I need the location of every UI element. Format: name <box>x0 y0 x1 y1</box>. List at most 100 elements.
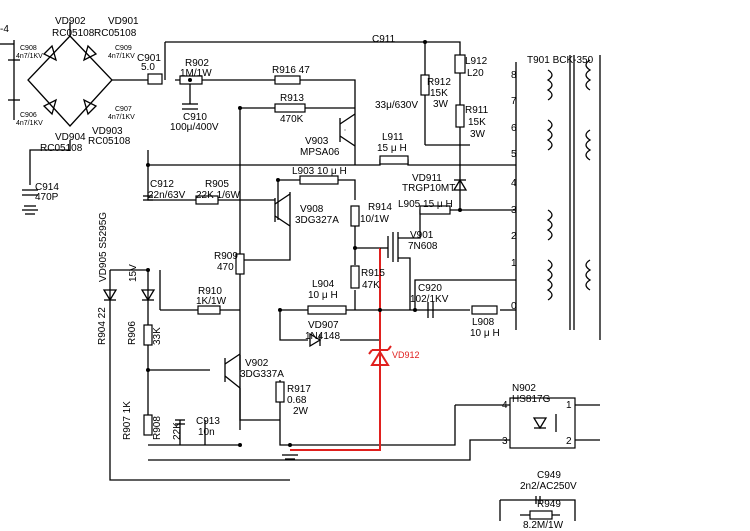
label-vd905-15v: 15V <box>128 264 139 282</box>
label-c907-val: 4n7/1KV <box>108 114 135 121</box>
vd912-diode-symbol <box>370 350 390 366</box>
r910-body <box>197 305 221 315</box>
label-top-left: -4 <box>0 24 9 35</box>
label-r912-val: 15K <box>430 88 448 99</box>
label-c908: C908 <box>20 45 37 52</box>
vd906-symbol <box>140 289 156 302</box>
label-t901: T901 BCK-350 <box>527 55 594 66</box>
label-tap2: 2 <box>511 231 517 242</box>
r911-body <box>455 104 465 128</box>
label-l903: L903 10 μ H <box>292 166 347 177</box>
label-r906: R906 <box>127 321 138 345</box>
label-c906: C906 <box>20 112 37 119</box>
label-r913-val: 470K <box>280 114 304 125</box>
label-l912: L912 <box>465 56 488 67</box>
label-c909-val: 4n7/1KV <box>108 53 135 60</box>
vd905-symbol <box>102 289 118 302</box>
label-vd904-part: RC05108 <box>40 143 83 154</box>
inductors <box>299 54 466 315</box>
l912-body <box>454 54 466 74</box>
label-l911: L911 <box>382 132 404 143</box>
label-c910-val: 100μ/400V <box>170 122 219 133</box>
l911-body <box>379 155 409 165</box>
vd911-symbol <box>452 178 468 191</box>
label-c911-val: 33μ/630V <box>375 100 418 111</box>
l904-body <box>307 305 347 315</box>
r906-body <box>143 324 153 346</box>
label-r909-val: 470 <box>217 262 234 273</box>
vd912-trace <box>290 248 392 451</box>
label-r912: R912 <box>427 77 451 88</box>
label-r915: R915 <box>361 268 385 279</box>
label-r914-val: 10/1W <box>360 214 389 225</box>
label-r902-val: 1M/1W <box>180 68 212 79</box>
label-r911-power: 3W <box>470 129 486 140</box>
r917-body <box>275 381 285 403</box>
label-v901: V901 <box>410 230 434 241</box>
label-c949: C949 <box>537 470 561 481</box>
label-r910-val: 1K/1W <box>196 296 227 307</box>
label-vd902-part: RC05108 <box>52 28 95 39</box>
label-vd901: VD901 <box>108 16 139 27</box>
label-r908: R908 <box>152 416 163 440</box>
label-pin2: 2 <box>566 436 572 447</box>
label-pin4: 4 <box>502 400 508 411</box>
label-r902: R902 <box>185 58 209 69</box>
label-c914: C914 <box>35 182 59 193</box>
label-c908-val: 4n7/1KV <box>16 53 43 60</box>
n902-body <box>509 397 576 449</box>
label-v903-part: MPSA06 <box>300 147 340 158</box>
label-n902-part: HS817G <box>512 394 551 405</box>
label-r905-val: 22K 1/6W <box>196 190 240 201</box>
label-r949: R949 <box>537 499 561 510</box>
junction-dots <box>146 40 462 447</box>
r949-body <box>529 510 553 520</box>
label-c912: C912 <box>150 179 174 190</box>
label-c901-val: 5.0 <box>141 62 155 73</box>
label-l908: L908 <box>472 317 495 328</box>
diodes <box>102 178 468 348</box>
label-r914: R914 <box>368 202 392 213</box>
label-v908-part: 3DG327A <box>295 215 339 226</box>
rotated-labels: VD905 S5295G 15V R904 22 R906 33K R907 1… <box>97 212 183 440</box>
label-tap6: 6 <box>511 123 517 134</box>
label-r917: R917 <box>287 384 311 395</box>
label-r908-val: 22K <box>172 422 183 440</box>
capacitor-plates <box>22 103 541 504</box>
r916-body <box>274 75 301 85</box>
transformer <box>546 55 592 330</box>
label-c913: C913 <box>196 416 220 427</box>
label-vd911-part: TRGP10MT <box>402 183 455 194</box>
label-r904: R904 22 <box>97 307 108 345</box>
label-r905: R905 <box>205 179 229 190</box>
r914-body <box>350 205 360 227</box>
label-tap4: 4 <box>511 178 517 189</box>
label-l911-val: 15 μ H <box>377 143 407 154</box>
r915-body <box>350 265 360 289</box>
label-r917-power: 2W <box>293 406 309 417</box>
resistor-bodies <box>143 73 553 520</box>
bridge-rectifier <box>8 35 113 127</box>
label-tap1: 1 <box>511 258 517 269</box>
label-tap7: 7 <box>511 96 517 107</box>
vd907-symbol <box>309 332 322 348</box>
label-v901-part: 7N608 <box>408 241 438 252</box>
label-vd902: VD902 <box>55 16 86 27</box>
l905-body <box>419 205 451 215</box>
label-c901: C901 <box>137 53 161 64</box>
label-c949-val: 2n2/AC250V <box>520 481 577 492</box>
label-c906-val: 4n7/1KV <box>16 120 43 127</box>
label-r912-power: 3W <box>433 99 449 110</box>
label-vd903-part: RC05108 <box>88 136 131 147</box>
label-tap8: 8 <box>511 70 517 81</box>
label-c914-val: 470P <box>35 192 59 203</box>
label-c911: C911 <box>372 34 396 45</box>
label-r911: R911 <box>465 105 489 116</box>
label-vd911: VD911 <box>412 173 442 184</box>
label-c910: C910 <box>183 112 207 123</box>
label-vd907-part: 1N4148 <box>305 331 340 342</box>
optocoupler <box>509 397 576 449</box>
label-r907: R907 1K <box>122 401 133 440</box>
